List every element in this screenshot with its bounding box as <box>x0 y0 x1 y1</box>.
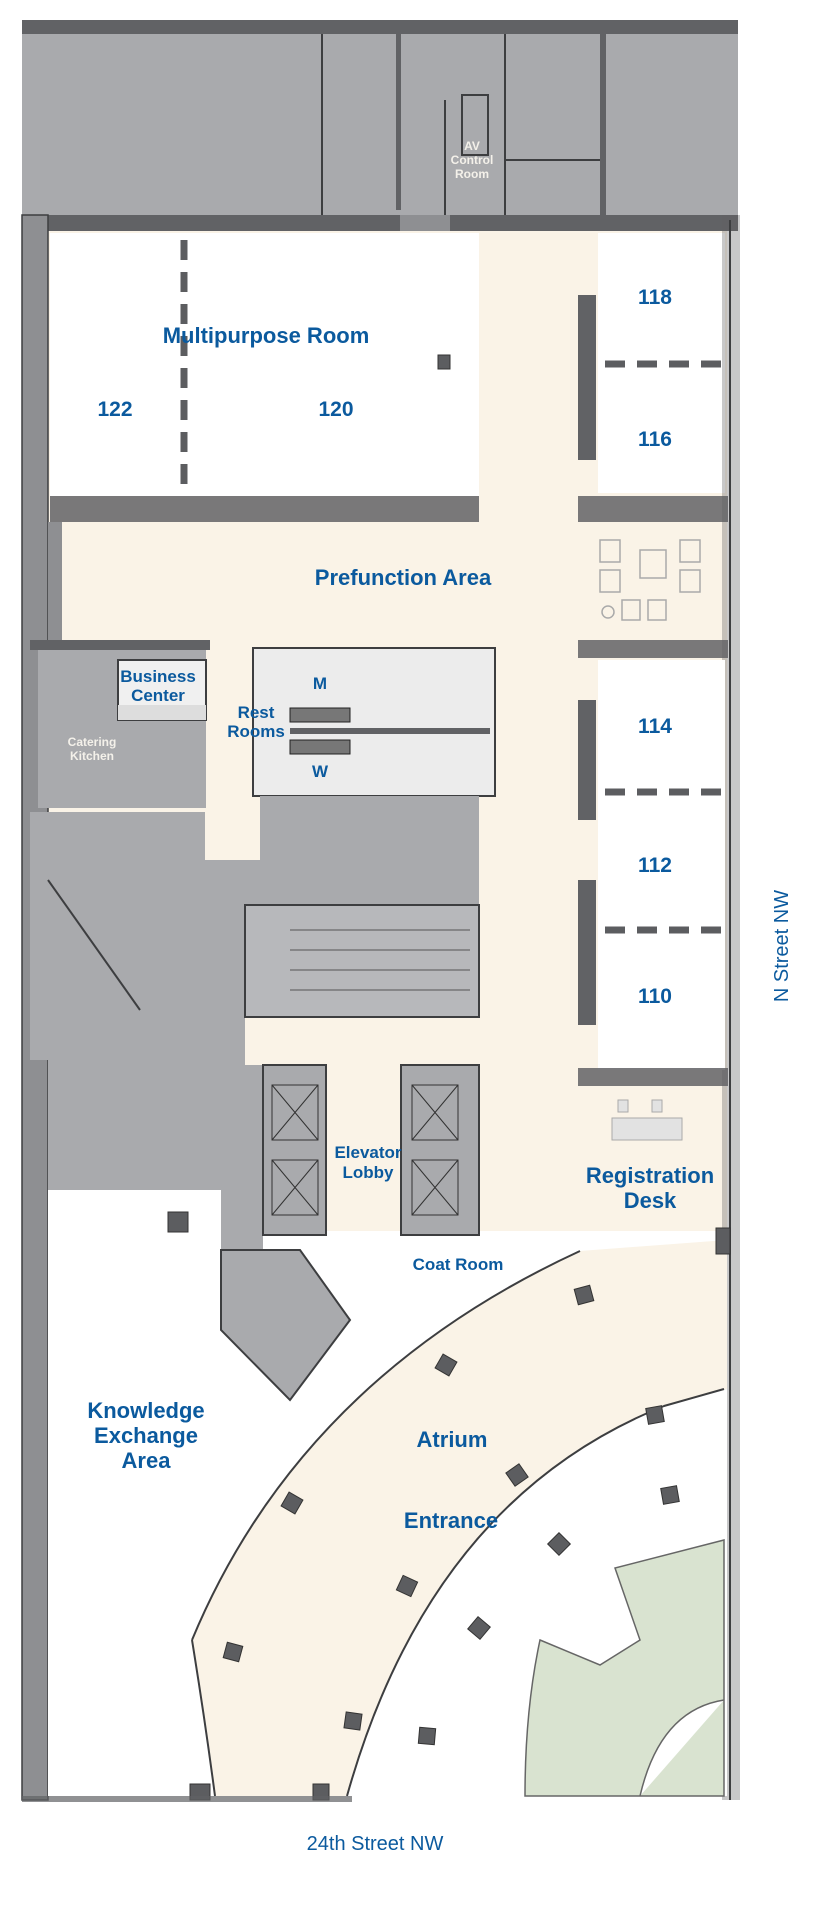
elevator-bank-west <box>262 1064 327 1236</box>
room-116-label: 116 <box>638 428 672 451</box>
room-120-label: 120 <box>318 398 353 421</box>
service-block <box>220 1249 352 1402</box>
restrooms <box>252 647 496 797</box>
registration-desk <box>611 1099 683 1141</box>
womens-room-label: W <box>312 762 329 781</box>
south-wall <box>22 1796 352 1802</box>
top-service-band <box>22 20 738 231</box>
room-118-label: 118 <box>638 286 672 309</box>
coat-room-label: Coat Room <box>413 1255 504 1274</box>
atrium-band <box>192 1240 727 1796</box>
service-core <box>30 796 480 1250</box>
room-110-label: 110 <box>638 985 672 1008</box>
room-122-label: 122 <box>97 398 132 421</box>
multipurpose-room <box>50 233 479 496</box>
room-114-112-110 <box>598 660 725 1070</box>
room-114-label: 114 <box>638 715 672 738</box>
entrance-label: Entrance <box>404 1508 498 1533</box>
atrium-label: Atrium <box>417 1427 488 1452</box>
sinks <box>289 707 351 755</box>
elevator-bank-east <box>400 1064 480 1236</box>
n-street-label: N Street NW <box>771 890 793 1002</box>
prefunction-area-label: Prefunction Area <box>315 565 492 590</box>
mens-room-label: M <box>313 674 327 693</box>
lounge-furniture <box>599 539 701 621</box>
24th-street-label: 24th Street NW <box>307 1833 444 1855</box>
multipurpose-room-label: Multipurpose Room <box>163 323 370 348</box>
room-112-label: 112 <box>638 854 672 877</box>
